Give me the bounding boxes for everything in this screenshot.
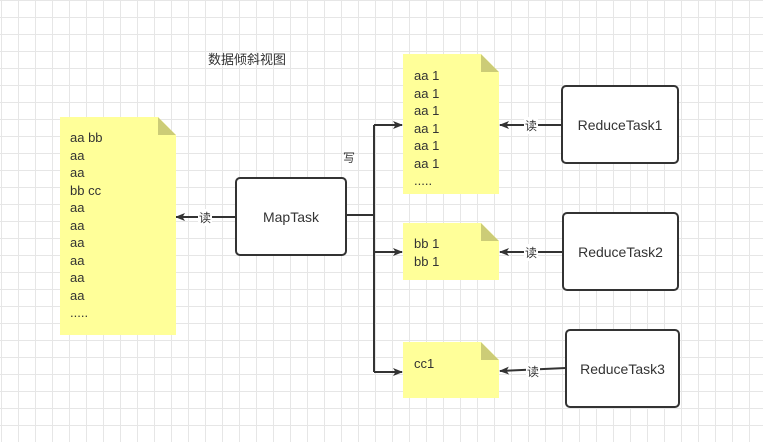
partition-note-2[interactable]: bb 1 bb 1 <box>403 223 499 280</box>
input-line: aa bb <box>70 130 103 145</box>
read-label-reduce-2: 读 <box>524 244 539 261</box>
partition-line: bb 1 <box>414 253 440 269</box>
read-label-map: 读 <box>198 209 213 226</box>
partition-line: aa 1 <box>414 138 440 153</box>
map-task-label: MapTask <box>262 208 320 225</box>
input-line: aa <box>70 270 85 285</box>
reduce-task-node-1[interactable]: ReduceTask1 <box>561 85 679 164</box>
input-line: aa <box>70 235 85 250</box>
input-line: aa <box>70 200 85 215</box>
partition-line: cc1 <box>414 356 435 371</box>
input-line: aa <box>70 147 85 163</box>
partition-line: aa 1 <box>414 155 440 171</box>
input-line: bb cc <box>70 182 102 198</box>
input-line: aa <box>70 217 85 233</box>
partition-note-1[interactable]: aa 1 aa 1 aa 1 aa 1 aa 1 aa 1 ..... <box>403 54 499 194</box>
reduce-task-label: ReduceTask2 <box>578 243 663 260</box>
partition-note-3[interactable]: cc1 <box>403 342 499 398</box>
input-file-note[interactable]: aa bb aa aa bb cc aa aa aa aa aa aa ....… <box>60 117 176 335</box>
reduce-task-node-2[interactable]: ReduceTask2 <box>562 212 679 291</box>
read-label-reduce-1: 读 <box>524 117 539 134</box>
write-label: 写 <box>343 151 356 165</box>
reduce-task-node-3[interactable]: ReduceTask3 <box>565 329 680 408</box>
partition-line: bb 1 <box>414 236 440 251</box>
partition-line: aa 1 <box>414 103 440 118</box>
input-line: ..... <box>70 305 89 320</box>
reduce-task-label: ReduceTask1 <box>577 116 663 133</box>
partition-line: aa 1 <box>414 68 440 83</box>
read-label-reduce-3: 读 <box>526 363 541 380</box>
input-line: aa <box>70 252 85 268</box>
partition-line: ..... <box>414 173 433 188</box>
partition-line: aa 1 <box>414 85 440 101</box>
diagram-title: 数据倾斜视图 <box>208 52 287 67</box>
input-line: aa <box>70 287 85 303</box>
reduce-task-label: ReduceTask3 <box>580 360 665 377</box>
input-line: aa <box>70 165 85 180</box>
partition-line: aa 1 <box>414 120 440 136</box>
map-task-node[interactable]: MapTask <box>235 177 347 256</box>
